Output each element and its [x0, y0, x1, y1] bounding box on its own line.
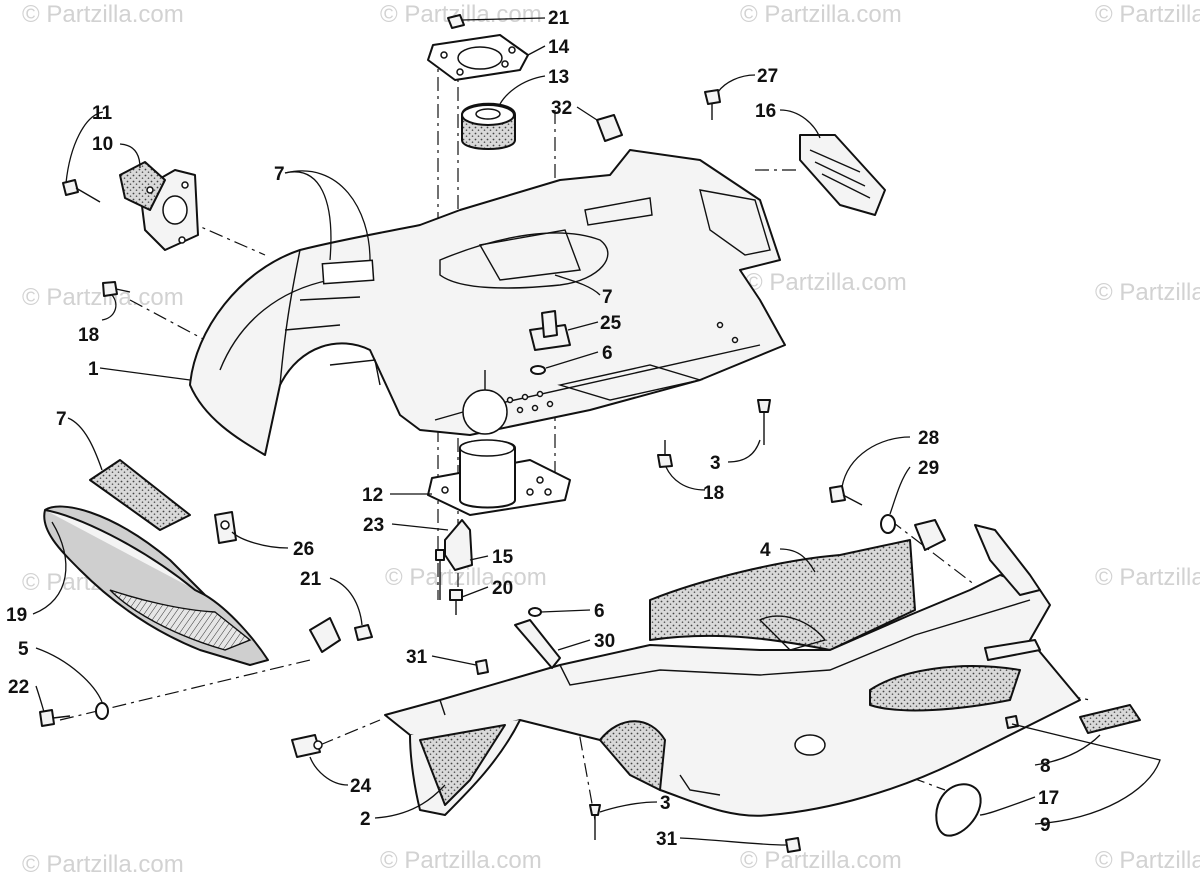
watermark: © Partzilla.com [745, 269, 907, 296]
part-reflector-8 [1079, 704, 1141, 734]
callout-22: 22 [8, 677, 29, 698]
callout-19: 19 [6, 605, 27, 626]
watermark: © Partzilla.com [1095, 564, 1200, 591]
callout-2: 2 [360, 809, 371, 830]
part-bushing-13 [461, 102, 516, 150]
callout-18-left: 18 [78, 325, 99, 346]
callout-8: 8 [1040, 756, 1051, 777]
callout-23: 23 [363, 515, 384, 536]
screw-18-right [657, 440, 673, 468]
watermark: © Partzilla.com [22, 851, 184, 878]
callout-26: 26 [293, 539, 314, 560]
callout-7-upper: 7 [274, 164, 285, 185]
callout-18-right: 18 [703, 483, 724, 504]
callout-15: 15 [492, 547, 514, 568]
part-decal-7-left [89, 459, 191, 531]
washer-29 [880, 514, 896, 534]
bracket-30 [514, 619, 561, 669]
callout-31-lower: 31 [656, 829, 678, 850]
callout-13: 13 [548, 67, 569, 88]
clip-26 [214, 511, 237, 544]
part-vent-16 [799, 134, 886, 216]
part-pin-32 [596, 114, 623, 142]
screw-31-lower [785, 837, 801, 853]
callout-7-center: 7 [602, 287, 613, 308]
callout-28: 28 [918, 428, 939, 449]
watermark: © Partzilla.com [1095, 847, 1200, 874]
part-nose-19 [43, 505, 269, 666]
callout-16: 16 [755, 101, 776, 122]
washer-6-upper [530, 365, 546, 375]
callout-30: 30 [594, 631, 615, 652]
watermark: © Partzilla.com [385, 564, 547, 591]
part-bulkhead-upper [189, 149, 786, 456]
nut-21-upper [447, 14, 465, 29]
callout-14: 14 [548, 37, 570, 58]
screw-right-reflector [1005, 715, 1019, 729]
callouts: 21 14 13 32 27 16 11 10 7 18 1 7 25 6 3 … [6, 8, 1059, 850]
nut-21-lower [354, 624, 373, 641]
watermark-layer: © Partzilla.com © Partzilla.com © Partzi… [22, 1, 1200, 878]
part-plug-17 [935, 783, 982, 837]
watermark: © Partzilla.com [740, 847, 902, 874]
washer-6-lower [528, 607, 542, 617]
watermark: © Partzilla.com [1095, 1, 1200, 28]
callout-24: 24 [350, 776, 372, 797]
stud-25 [529, 310, 571, 351]
callout-25: 25 [600, 313, 622, 334]
callout-29: 29 [918, 458, 939, 479]
screw-31-upper [475, 659, 489, 675]
callout-31-upper: 31 [406, 647, 428, 668]
callout-6-upper: 6 [602, 343, 613, 364]
screw-11 [62, 179, 101, 203]
watermark: © Partzilla.com [380, 847, 542, 874]
callout-10: 10 [92, 134, 113, 155]
callout-5: 5 [18, 639, 29, 660]
callout-6-lower: 6 [594, 601, 605, 622]
callout-17: 17 [1038, 788, 1059, 809]
plate-nut-right [914, 519, 946, 551]
callout-3-right: 3 [710, 453, 721, 474]
plate-nut [309, 617, 341, 653]
callout-1: 1 [88, 359, 99, 380]
part-belly-pan-lower [384, 524, 1081, 817]
watermark: © Partzilla.com [740, 1, 902, 28]
part-plate-14 [427, 34, 529, 81]
bolt-15 [435, 549, 445, 600]
part-plate-12 [427, 439, 571, 516]
screw-18-upper [102, 281, 131, 297]
bolt-20 [449, 589, 463, 615]
clip-24 [291, 734, 323, 758]
rivet-holes [506, 321, 739, 414]
rivet-3-lower [589, 804, 601, 840]
bracket-23 [444, 519, 473, 571]
callout-4: 4 [760, 540, 771, 561]
watermark: © Partzilla.com [1095, 279, 1200, 306]
callout-27: 27 [757, 66, 778, 87]
washer-5 [95, 702, 109, 720]
callout-7-left: 7 [56, 409, 67, 430]
screw-27 [704, 89, 721, 120]
callout-9: 9 [1040, 815, 1051, 836]
leader-lines [32, 17, 1161, 846]
callout-21: 21 [548, 8, 570, 29]
callout-11: 11 [92, 103, 113, 124]
watermark: © Partzilla.com [22, 1, 184, 28]
bolt-22 [39, 709, 71, 727]
callout-20: 20 [492, 578, 513, 599]
bolt-28 [829, 485, 863, 506]
part-steering-cup [119, 161, 199, 251]
callout-3-lower: 3 [660, 793, 671, 814]
callout-12: 12 [362, 485, 383, 506]
rivet-3-right [757, 399, 771, 445]
callout-32: 32 [551, 98, 572, 119]
callout-21-lower: 21 [300, 569, 322, 590]
